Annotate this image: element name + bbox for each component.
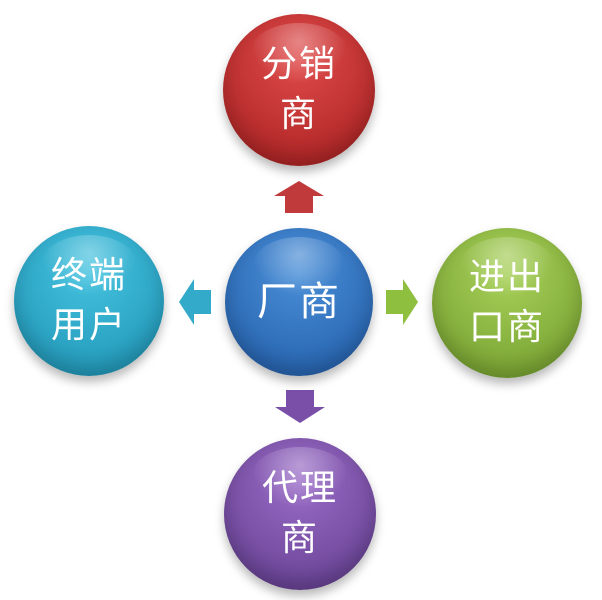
node-end-user: 终端用户 [14, 226, 164, 376]
arrow-left-icon [179, 279, 211, 325]
node-distributor: 分销商 [223, 14, 375, 166]
node-label: 终端用户 [50, 255, 127, 346]
node-import-export: 进出口商 [432, 228, 582, 378]
node-label: 代理商 [261, 468, 338, 559]
arrow-down-icon [275, 390, 325, 423]
node-agent: 代理商 [224, 438, 376, 590]
node-label: 进出口商 [468, 257, 545, 348]
node-label: 厂商 [257, 279, 341, 325]
arrow-up-icon [274, 181, 324, 213]
node-label: 分销商 [260, 44, 337, 135]
arrow-right-icon [386, 279, 418, 325]
node-manufacturer: 厂商 [225, 228, 373, 376]
